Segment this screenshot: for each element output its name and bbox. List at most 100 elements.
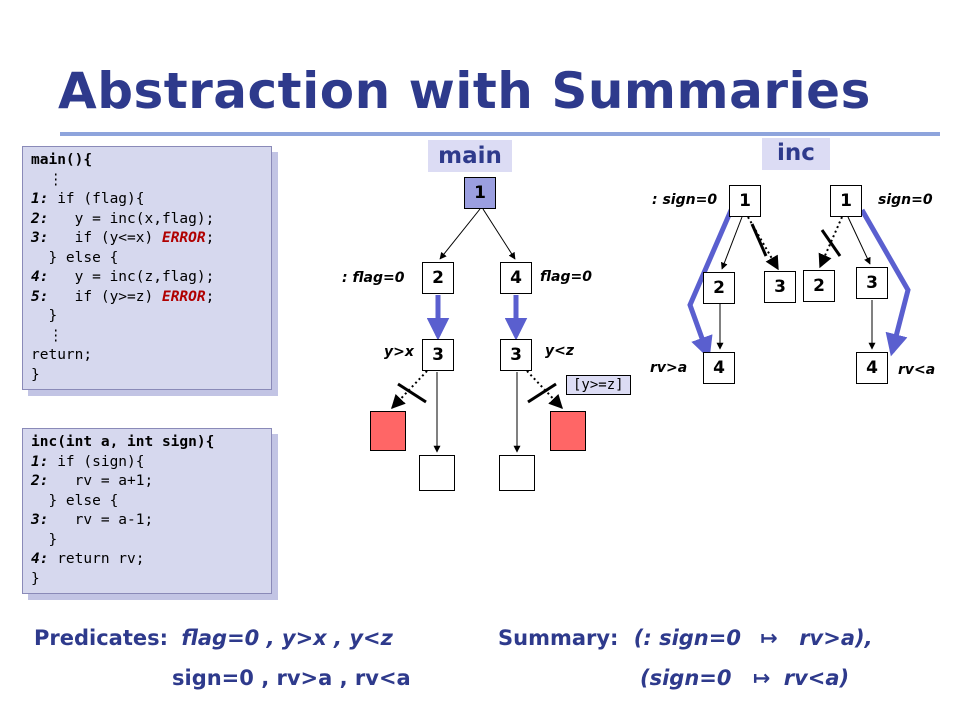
inc-code-box: inc(int a, int sign){1: if (sign){2: rv … [22, 428, 272, 594]
code-text: ⋮ [31, 171, 63, 188]
summary-line-1: Summary: (: sign=0 ↦ rv>a), [498, 626, 873, 650]
line-number: 2: [31, 210, 49, 227]
code-line: } [31, 531, 263, 551]
code-line: } else { [31, 492, 263, 512]
main-error-node-right [550, 411, 586, 451]
cut-main-right [527, 382, 557, 404]
code-line: 5: if (y>=z) ERROR; [31, 288, 263, 308]
error-keyword: ERROR [161, 230, 206, 246]
code-line: } else { [31, 249, 263, 269]
code-line: inc(int a, int sign){ [31, 433, 263, 453]
code-text: rv = a+1; [48, 473, 154, 489]
incR-node-3: 3 [856, 267, 888, 299]
main-code-box: main(){ ⋮1: if (flag){2: y = inc(x,flag)… [22, 146, 272, 390]
incL-node-1: 1 [729, 185, 761, 217]
summary-arrow-incL [687, 207, 735, 360]
code-text: } [31, 570, 40, 587]
incR-node-1: 1 [830, 185, 862, 217]
summary-post-2: rv<a) [783, 666, 850, 690]
code-text: ⋮ [31, 327, 63, 344]
code-line: } [31, 570, 263, 590]
code-line: 1: if (flag){ [31, 190, 263, 210]
label-not-sign: : sign=0 [652, 192, 718, 208]
code-text: return rv; [48, 551, 145, 567]
code-text: if (flag){ [48, 191, 145, 207]
code-tail: ; [205, 230, 215, 246]
code-line: 2: y = inc(x,flag); [31, 210, 263, 230]
incR-node-2: 2 [803, 270, 835, 302]
label-rv-gt-a: rv>a [650, 360, 688, 376]
code-line: main(){ [31, 151, 263, 171]
main-error-node-left [370, 411, 406, 451]
main-node-2: 2 [422, 262, 454, 294]
predicates-values-1: flag=0 , y>x , y<z [181, 626, 393, 650]
code-text: if (sign){ [48, 453, 145, 470]
code-text: y = inc(x,flag); [48, 210, 215, 227]
summary-pre-2: (sign=0 [640, 666, 732, 690]
code-text: if (y>=z) [48, 288, 162, 305]
main-leaf-right [499, 455, 535, 491]
line-number: 4: [31, 269, 49, 285]
main-header: main [428, 140, 512, 172]
edge-incL-1-2 [720, 216, 743, 270]
edge-incR-1-3 [847, 216, 871, 265]
maps-to-icon: ↦ [752, 666, 771, 690]
line-number: 1: [31, 191, 49, 207]
code-text: } [31, 308, 58, 324]
cut-incR [820, 229, 842, 257]
code-line: 3: rv = a-1; [31, 511, 263, 531]
label-y-gt-x: y>x [384, 344, 414, 360]
code-text: main(){ [31, 152, 93, 168]
cut-incL [750, 223, 768, 257]
code-line: return; [31, 346, 263, 366]
line-number: 5: [31, 288, 49, 305]
predicates-label: Predicates: [34, 626, 169, 650]
main-node-3-left: 3 [422, 339, 454, 371]
code-text: } else { [31, 492, 119, 509]
summary-post-1: rv>a), [799, 626, 873, 650]
cut-main-left [397, 382, 427, 404]
incR-node-4: 4 [856, 352, 888, 384]
label-y-lt-z: y<z [545, 343, 575, 359]
title-underline [60, 132, 940, 136]
incL-node-4: 4 [703, 352, 735, 384]
edge-main-1-4 [482, 208, 516, 260]
label-flag: flag=0 [540, 269, 592, 285]
label-rv-lt-a: rv<a [898, 362, 936, 378]
label-sign: sign=0 [878, 192, 933, 208]
edge-main-3-err-left [391, 370, 428, 410]
slide-title: Abstraction with Summaries [58, 62, 871, 120]
annotation-y-ge-z: [y>=z] [566, 375, 631, 395]
line-number: 3: [31, 512, 49, 528]
summary-label: Summary: [498, 626, 619, 650]
main-node-4: 4 [500, 262, 532, 294]
code-tail: ; [205, 288, 215, 305]
line-number: 2: [31, 473, 49, 489]
line-number: 1: [31, 453, 49, 470]
code-line: 1: if (sign){ [31, 453, 263, 473]
predicates-line-1: Predicates: flag=0 , y>x , y<z [34, 626, 393, 650]
code-text: if (y<=x) [48, 230, 162, 246]
maps-to-icon: ↦ [760, 626, 778, 650]
line-number: 4: [31, 551, 49, 567]
code-line: 4: return rv; [31, 550, 263, 570]
inc-header: inc [762, 138, 830, 170]
code-text: inc(int a, int sign){ [31, 434, 215, 450]
code-line: 2: rv = a+1; [31, 472, 263, 492]
error-keyword: ERROR [161, 288, 206, 305]
code-line: } [31, 366, 263, 386]
main-leaf-left [419, 455, 455, 491]
edge-main-1-2 [439, 208, 481, 260]
code-text: } [31, 366, 40, 383]
label-not-flag: : flag=0 [342, 270, 405, 286]
line-number: 3: [31, 230, 49, 246]
main-node-3-right: 3 [500, 339, 532, 371]
summary-line-2: (sign=0 ↦ rv<a) [640, 666, 849, 690]
edge-incR-1-2 [818, 216, 843, 269]
code-line: 4: y = inc(z,flag); [31, 268, 263, 288]
code-line: 3: if (y<=x) ERROR; [31, 229, 263, 249]
incL-node-3: 3 [764, 271, 796, 303]
code-text: y = inc(z,flag); [48, 269, 215, 285]
code-line: ⋮ [31, 327, 263, 347]
